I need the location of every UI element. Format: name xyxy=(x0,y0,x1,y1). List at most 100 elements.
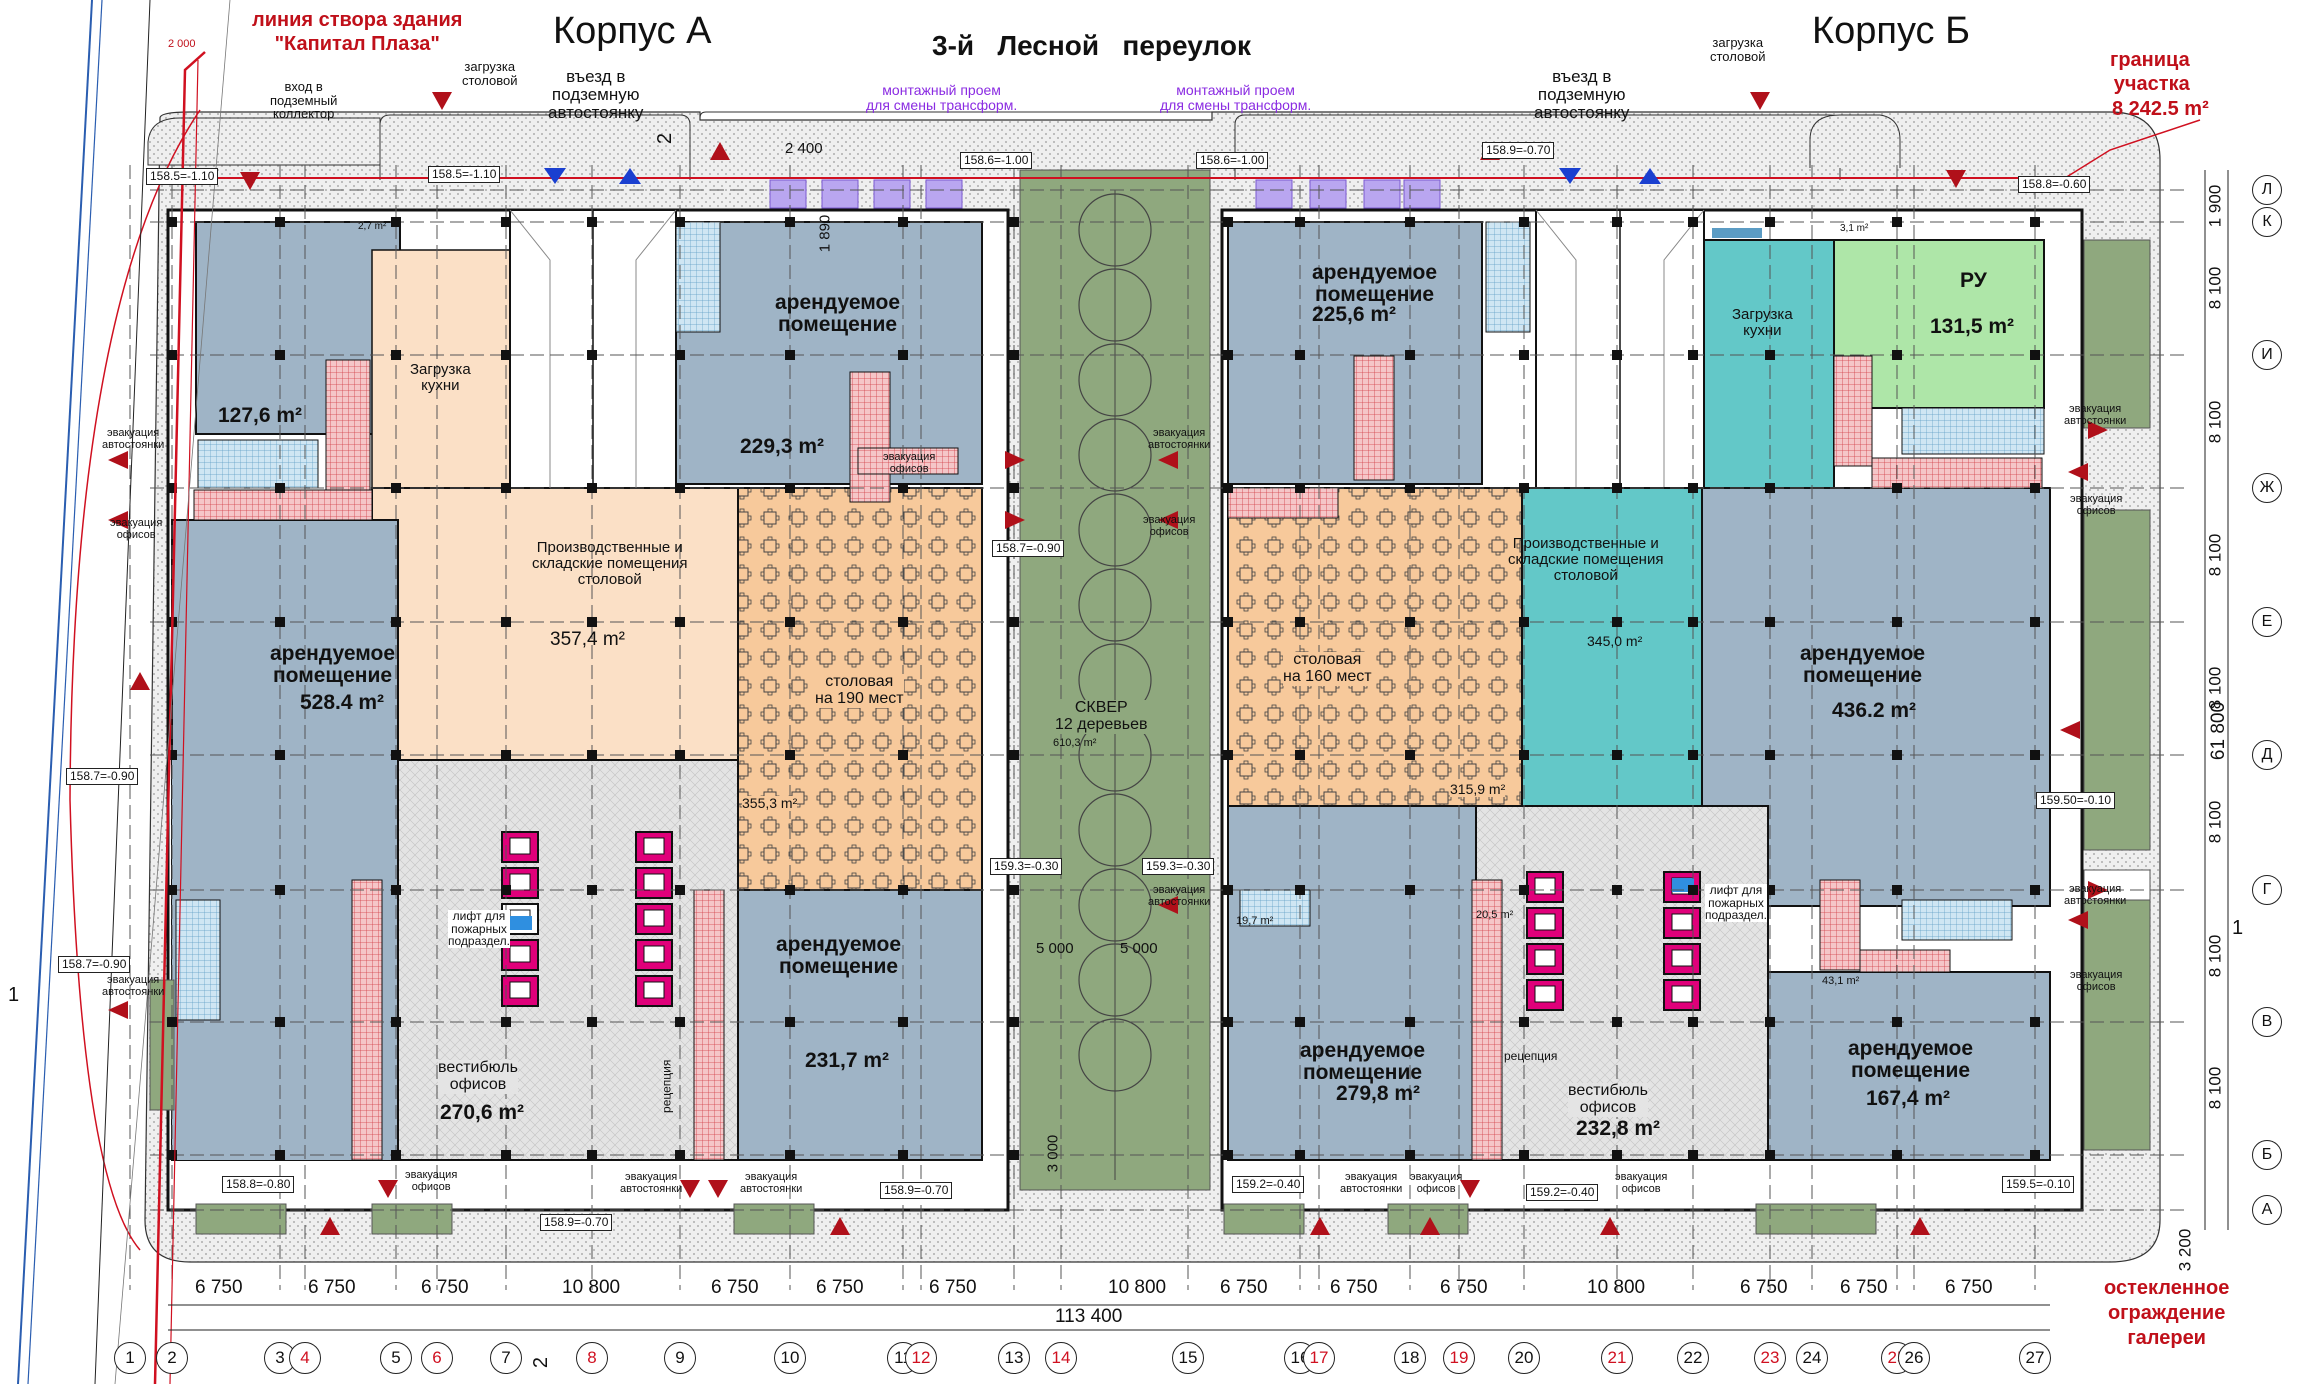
building-a-title: Корпус А xyxy=(553,10,712,52)
axis-bubble-20: 20 xyxy=(1508,1342,1540,1374)
dim-1890: 1 890 xyxy=(816,214,834,253)
evac-offices-9: эвакуация офисов xyxy=(1410,1171,1463,1195)
elevation-13: 158.8=-0.80 xyxy=(222,1176,295,1193)
room-b-279 xyxy=(1227,805,1477,1161)
column xyxy=(898,350,908,360)
entry-triangle xyxy=(1559,168,1581,184)
column xyxy=(1405,217,1415,227)
column xyxy=(1892,1017,1902,1027)
elevator-inner xyxy=(509,837,531,855)
column xyxy=(501,1017,511,1027)
column xyxy=(1223,750,1233,760)
column xyxy=(1295,885,1305,895)
dim-bottom-8: 6 750 xyxy=(1220,1277,1268,1298)
dim-right-1: 8 100 xyxy=(2205,266,2225,310)
column xyxy=(1688,217,1698,227)
column xyxy=(1765,617,1775,627)
axis-row-И: И xyxy=(2252,340,2282,370)
dim-bottom-14: 6 750 xyxy=(1945,1277,1993,1298)
column xyxy=(1223,483,1233,493)
column xyxy=(1612,350,1622,360)
column xyxy=(1295,217,1305,227)
axis-row-Д: Д xyxy=(2252,740,2282,770)
column xyxy=(1612,750,1622,760)
column xyxy=(587,350,597,360)
dim-2000: 2 000 xyxy=(168,38,196,50)
column xyxy=(898,483,908,493)
column xyxy=(1295,483,1305,493)
axis-row-Ж: Ж xyxy=(2252,473,2282,503)
column xyxy=(1765,885,1775,895)
column xyxy=(2030,1150,2040,1160)
evac-parking-6: эвакуация автостоянки xyxy=(2064,883,2127,907)
column xyxy=(1405,483,1415,493)
evac-arrow xyxy=(1946,170,1966,188)
mount-opening-2: монтажный проем для смены трансформ. xyxy=(1160,82,1312,113)
elevator-cab xyxy=(635,903,673,935)
column xyxy=(1612,885,1622,895)
elevation-1: 158.5=-1.10 xyxy=(146,168,219,185)
column xyxy=(501,885,511,895)
column xyxy=(501,617,511,627)
room-a-231 xyxy=(737,889,983,1161)
elevator-inner xyxy=(1534,985,1556,1003)
elevation-11: 159.3=-0.30 xyxy=(1142,858,1215,875)
axis-bubble-24: 24 xyxy=(1796,1342,1828,1374)
column xyxy=(1892,483,1902,493)
column xyxy=(675,483,685,493)
column xyxy=(167,1017,177,1027)
room-b-167-name: арендуемое помещение xyxy=(1848,1037,1974,1083)
room-a-lobby-name: вестибюль офисов xyxy=(438,1059,518,1094)
room-a-229-area: 229,3 m² xyxy=(740,435,825,458)
evac-arrow xyxy=(708,1180,728,1198)
elevator-cab xyxy=(1526,907,1564,939)
column xyxy=(1612,483,1622,493)
column xyxy=(1765,1150,1775,1160)
evac-arrow xyxy=(1005,511,1025,529)
column xyxy=(1688,483,1698,493)
column xyxy=(1892,217,1902,227)
creation-line-label: линия створа здания "Капитал Плаза" xyxy=(252,9,463,55)
column xyxy=(1295,617,1305,627)
room-a-229-name: арендуемое помещение xyxy=(775,291,901,337)
evac-arrow xyxy=(1158,896,1178,914)
evac-arrow xyxy=(240,172,260,190)
room-a-127-area: 127,6 m² xyxy=(218,404,303,427)
axis-bubble-13: 13 xyxy=(998,1342,1030,1374)
column xyxy=(275,885,285,895)
room-a-reception: рецепция xyxy=(659,1059,674,1113)
column xyxy=(501,1150,511,1160)
column xyxy=(1295,350,1305,360)
column xyxy=(1612,1017,1622,1027)
column xyxy=(675,1150,685,1160)
column xyxy=(1612,217,1622,227)
column xyxy=(167,350,177,360)
room-a-lobby xyxy=(397,759,739,1161)
room-b-lobby-area: 232,8 m² xyxy=(1576,1117,1661,1140)
dim-bottom-9: 6 750 xyxy=(1330,1277,1378,1298)
fire-lift xyxy=(510,916,532,930)
dim-right-5: 8 100 xyxy=(2205,800,2225,844)
dim-right-0: 1 900 xyxy=(2205,184,2225,228)
column xyxy=(1612,617,1622,627)
column xyxy=(1519,1150,1529,1160)
dim-3000: 3 000 xyxy=(1044,1134,1062,1173)
column xyxy=(1688,1017,1698,1027)
evac-arrow xyxy=(1310,1217,1330,1235)
building-b-title: Корпус Б xyxy=(1812,10,1971,52)
elevator-inner xyxy=(643,981,665,999)
column xyxy=(1765,350,1775,360)
dim-right-total: 61 800 xyxy=(2208,701,2230,761)
evac-parking-1: эвакуация автостоянки xyxy=(102,427,165,451)
column xyxy=(275,617,285,627)
axis-row-А: А xyxy=(2252,1195,2282,1225)
evac-parking-4: эвакуация автостоянки xyxy=(1148,884,1211,908)
street-name: 3-й Лесной переулок xyxy=(932,30,1251,61)
room-a-canteen-name: столовая на 190 мест xyxy=(815,673,904,708)
column xyxy=(675,350,685,360)
column xyxy=(1765,750,1775,760)
axis-bubble-18: 18 xyxy=(1394,1342,1426,1374)
column xyxy=(1405,885,1415,895)
elevator-inner xyxy=(1534,949,1556,967)
dim-bottom-4: 6 750 xyxy=(711,1277,759,1298)
